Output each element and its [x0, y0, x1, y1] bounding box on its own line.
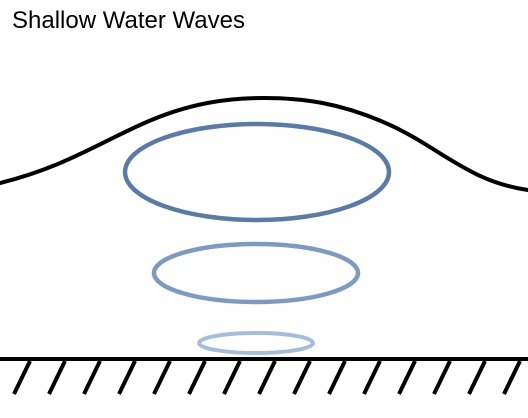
wave-surface-curve	[0, 95, 528, 192]
small-orbit-ellipse	[197, 331, 315, 355]
sea-floor-hatching	[12, 360, 522, 395]
medium-orbit-ellipse	[151, 241, 361, 305]
diagram-title: Shallow Water Waves	[12, 7, 245, 34]
large-orbit-ellipse	[122, 121, 392, 223]
